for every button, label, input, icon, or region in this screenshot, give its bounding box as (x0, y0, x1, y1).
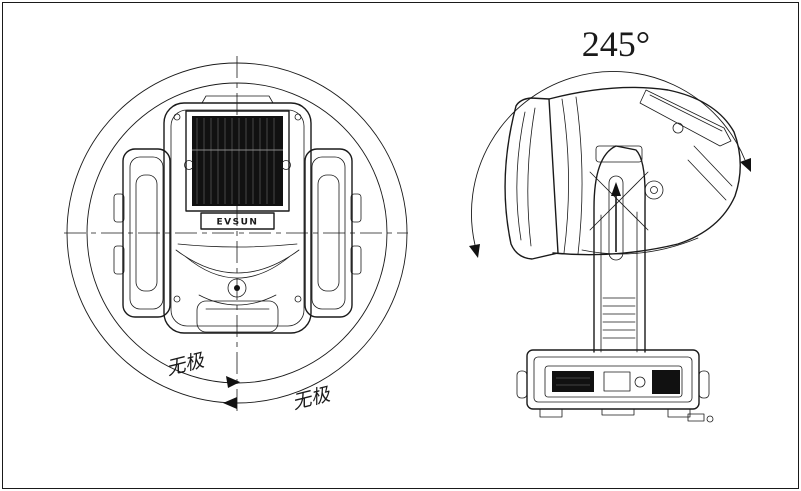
center-lines (64, 56, 408, 416)
pan-arrow-ccw-icon (226, 376, 240, 388)
yoke-arm-right (304, 148, 362, 318)
yoke-side-view (593, 145, 646, 353)
base-front-panel (544, 365, 683, 398)
pan-rotation-annotations: 无极 无极 (164, 349, 333, 414)
yoke-arm-outline (593, 145, 646, 353)
base-handle-right (698, 370, 710, 399)
lens-hood (504, 97, 559, 260)
body-seam-2 (575, 96, 583, 255)
tilt-arc-start-arrow-icon (469, 244, 480, 258)
tilt-arc-end-arrow-icon (740, 158, 751, 172)
heatsink-fins (196, 118, 275, 204)
head-top-view: EVSUN (163, 95, 312, 334)
side-view: 245° (469, 24, 751, 423)
brand-plate: EVSUN (200, 212, 275, 230)
tilt-range-annotation: 245° (469, 24, 751, 258)
cross-brace-lines (589, 171, 649, 231)
body-seam-1 (561, 98, 569, 254)
tilt-angle-label: 245° (582, 24, 650, 64)
module-screw-left (184, 160, 194, 170)
base-feet (539, 408, 691, 418)
tilt-arc (471, 71, 746, 246)
base-display (552, 371, 594, 392)
rear-fins (687, 145, 733, 201)
head-corner-screws (173, 113, 302, 303)
head-rear-cap (196, 300, 279, 333)
top-view: EVSUN (64, 56, 408, 416)
yoke-arm-left (113, 148, 171, 318)
yoke-vents (602, 297, 636, 339)
module-screw-right (281, 160, 291, 170)
pan-pivot-dot (234, 285, 240, 291)
up-arrow-icon (611, 182, 621, 196)
head-top-step (201, 95, 274, 104)
brand-text: EVSUN (217, 218, 259, 228)
pan-label-right: 无极 (290, 383, 333, 414)
tilt-pivot-center (650, 186, 658, 194)
pan-label-left: 无极 (164, 349, 207, 380)
base-button-pad (603, 371, 631, 392)
head-front-curves (175, 243, 300, 306)
head-body (548, 86, 741, 256)
head-outline (163, 102, 312, 334)
pan-pivot-circle (227, 278, 247, 298)
base-knob (634, 376, 646, 388)
base-side-view (516, 349, 714, 423)
power-connector (687, 413, 714, 423)
tilt-lock-indicator (608, 175, 624, 261)
base-vent-dark (652, 370, 680, 394)
head-inner-outline (170, 109, 305, 327)
pan-arrow-cw-icon (223, 397, 237, 409)
base-handle-left (516, 370, 528, 399)
rear-screw (672, 122, 684, 134)
heatsink-module (185, 110, 290, 212)
rear-handle (639, 89, 732, 147)
tilt-pivot-hub (644, 180, 664, 200)
